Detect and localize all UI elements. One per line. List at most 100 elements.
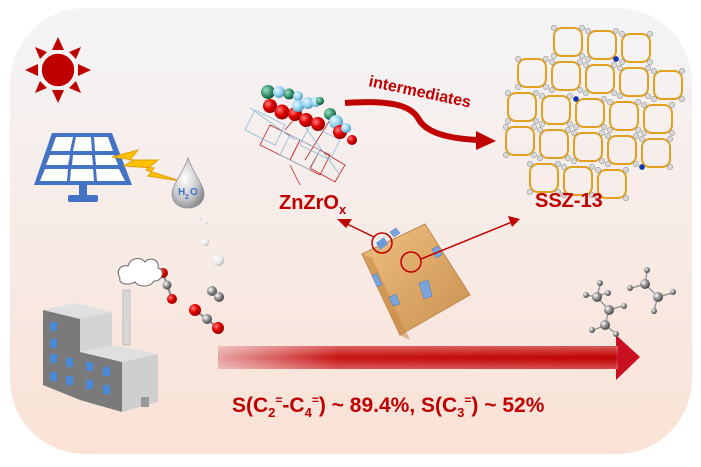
zeolite-atom [640,129,648,137]
zeolite-atom [668,101,676,109]
zeolite-atom [616,92,624,100]
zeolite-atom [536,126,544,134]
zeolite-atom [632,160,640,168]
zeolite-atom [632,132,640,140]
zeolite-cage [573,132,603,162]
zeolite-atom [572,95,580,103]
sel-sup: = [311,393,319,407]
zeolite-atom [530,151,538,159]
factory-icon [43,258,163,412]
zeolite-atom [600,123,608,131]
h2-molecule-icon [207,286,224,302]
zeolite-atom [502,123,510,131]
zeolite-atom [502,151,510,159]
zeolite-atom [618,30,626,38]
zeolite-cage [587,30,617,60]
zeolite-atom [638,135,646,143]
zeolite-atom [576,58,584,66]
zeolite-atom [576,86,584,94]
sun-icon [25,37,91,103]
h2-bubbles [198,216,224,266]
zeolite-atom [554,188,562,196]
zeolite-atom [646,58,654,66]
zeolite-cage [539,129,569,159]
zeolite-atom [638,163,646,171]
znzrox-subscript: x [339,202,347,217]
zeolite-atom [666,163,674,171]
zeolite-atom [578,52,586,60]
znzrox-main: ZnZrO [279,192,339,214]
zeolite-cage [597,169,627,199]
water-label-sub: 2 [185,194,189,201]
zeolite-atom [572,123,580,131]
sel-sub: 2 [268,405,276,420]
zeolite-cage [551,61,581,91]
zeolite-atom [514,83,522,91]
zeolite-atom [646,30,654,38]
zeolite-cage [529,163,559,193]
zeolite-atom [640,101,648,109]
zeolite-atom [542,83,550,91]
zeolite-atom [600,95,608,103]
zeolite-atom [598,157,606,165]
zeolite-atom [610,89,618,97]
zeolite-atom [526,188,534,196]
sel-value: ) ~ 52% [471,394,545,417]
water-drop-icon: H 2 O [171,156,205,209]
zeolite-atom [678,95,686,103]
zeolite-atom [582,89,590,97]
zeolite-atom [550,52,558,60]
zeolite-atom [538,92,546,100]
znzrox-label: ZnZrOx [279,192,346,217]
zeolite-atom [554,160,562,168]
intermediates-arrow [344,99,496,150]
zeolite-atom [578,24,586,32]
zeolite-atom [634,98,642,106]
propylene-molecule-icon [583,280,627,337]
zeolite-cage [541,95,571,125]
water-label-h: H [178,187,185,198]
zeolite-cage [607,135,637,165]
zeolite-atom [548,86,556,94]
oxide-structure-icon [244,85,357,186]
zeolite-cage [641,138,671,168]
zeolite-atom [530,123,538,131]
zeolite-atom [560,191,568,199]
zeolite-cage [643,104,673,134]
zeolite-atom [588,191,596,199]
zeolite-atom [570,129,578,137]
zeolite-atom [532,117,540,125]
zeolite-atom [622,166,630,174]
zeolite-cage [653,70,683,100]
zeolite-atom [588,163,596,171]
zeolite-atom [550,24,558,32]
zeolite-atom [526,160,534,168]
zeolite-atom [560,163,568,171]
zeolite-atom [616,64,624,72]
zeolite-atom [514,55,522,63]
solar-panel-icon [34,133,132,202]
zeolite-atom [668,129,676,137]
sel-sup: = [464,393,472,407]
zeolite-atom [584,55,592,63]
zeolite-atom [584,27,592,35]
zeolite-atom [504,117,512,125]
zeolite-framework-icon [502,24,686,202]
zeolite-cage [619,67,649,97]
zeolite-atom [606,98,614,106]
sel-sub: 3 [457,405,465,420]
zeolite-atom [564,126,572,134]
zeolite-atom [604,160,612,168]
process-arrow [218,335,640,380]
water-label-o: O [190,187,198,198]
background-panel [10,8,692,454]
zeolite-cage [621,33,651,63]
zeolite-atom [634,126,642,134]
zeolite-atom [612,27,620,35]
zeolite-cage [507,92,537,122]
zeolite-atom [666,135,674,143]
ssz13-label: SSZ-13 [535,190,603,212]
zeolite-atom [564,154,572,162]
